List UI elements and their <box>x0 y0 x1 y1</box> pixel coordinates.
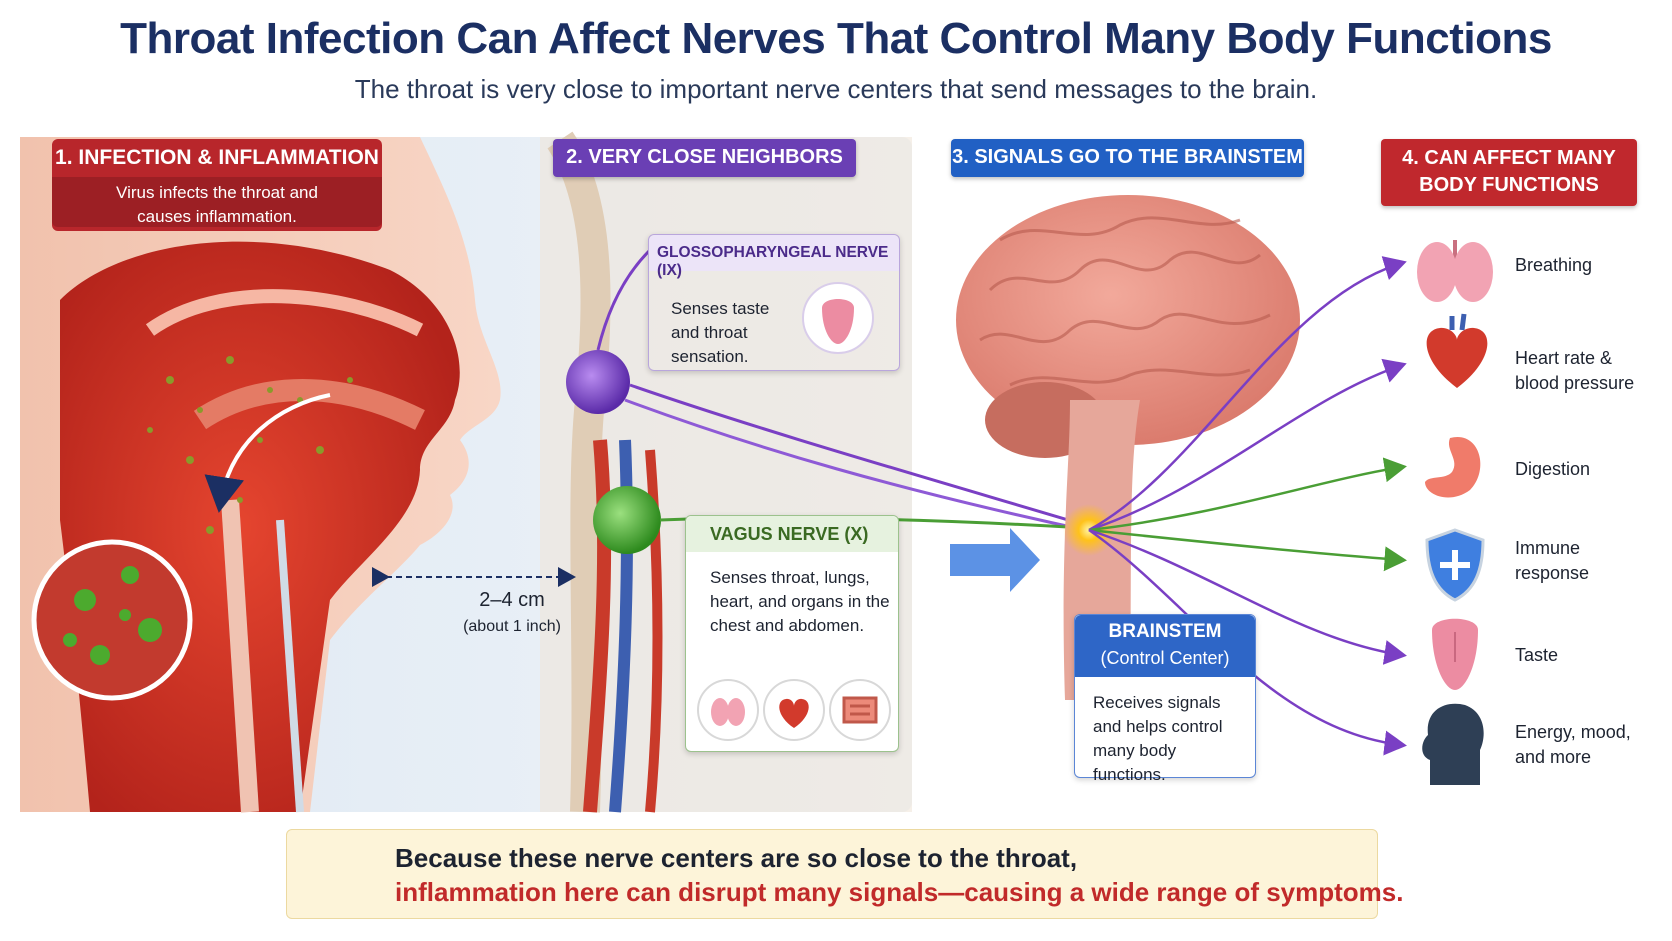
glossopharyngeal-card: GLOSSOPHARYNGEAL NERVE (IX) Senses taste… <box>648 234 900 371</box>
page-subtitle: The throat is very close to important ne… <box>354 74 1318 104</box>
brainstem-subtitle: (Control Center) <box>1100 648 1230 668</box>
heart-small-icon <box>779 698 809 728</box>
signal-arrow <box>950 528 1040 592</box>
step-4-label: 4. CAN AFFECT MANY BODY FUNCTIONS <box>1402 147 1616 196</box>
distance-note: (about 1 inch) <box>463 618 561 635</box>
step-1-description: Virus infects the throat and causes infl… <box>116 183 318 226</box>
step-2-label: 2. VERY CLOSE NEIGHBORS <box>566 146 843 168</box>
lungs-small-icon <box>711 698 745 726</box>
step-2-box: 2. VERY CLOSE NEIGHBORS <box>553 139 856 177</box>
vagus-card: VAGUS NERVE (X) Senses throat, lungs, he… <box>685 515 899 752</box>
effect-label-breathing: Breathing <box>1515 255 1593 275</box>
effect-label-immune: Immune response <box>1515 538 1590 583</box>
effect-label-heart: Heart rate & blood pressure <box>1515 348 1635 393</box>
step-1-box: 1. INFECTION & INFLAMMATION Virus infect… <box>52 139 382 231</box>
glossopharyngeal-title: GLOSSOPHARYNGEAL NERVE (IX) <box>657 244 889 279</box>
vagus-ganglion <box>593 486 661 554</box>
step-3-label: 3. SIGNALS GO TO THE BRAINSTEM <box>952 146 1303 168</box>
footer-line-1: Because these nerve centers are so close… <box>395 843 1078 873</box>
step-1-body <box>52 177 382 227</box>
vagus-header <box>686 516 898 552</box>
effect-label-taste: Taste <box>1515 645 1559 665</box>
page-title: Throat Infection Can Affect Nerves That … <box>120 14 1552 63</box>
footer-line-2: inflammation here can disrupt many signa… <box>395 877 1404 907</box>
intestine-small-icon <box>842 696 878 724</box>
infection-arrow <box>204 393 331 513</box>
vagus-description: Senses throat, lungs, heart, and organs … <box>710 568 890 635</box>
lungs-icon <box>1417 240 1493 302</box>
vagus-organ-icons <box>697 679 891 741</box>
vagus-title: VAGUS NERVE (X) <box>710 524 869 544</box>
heart-icon <box>1426 313 1488 388</box>
brainstem-header <box>1075 615 1255 677</box>
virus-zoom-circle <box>31 539 193 701</box>
glossopharyngeal-description: Senses taste and throat sensation. <box>671 299 770 366</box>
step-4-box: 4. CAN AFFECT MANY BODY FUNCTIONS <box>1381 139 1637 206</box>
stomach-icon <box>1425 436 1481 498</box>
distance-value: 2–4 cm <box>479 589 545 611</box>
brainstem-description: Receives signals and helps control many … <box>1093 693 1223 784</box>
effect-label-digestion: Digestion <box>1515 459 1591 479</box>
glossopharyngeal-header <box>649 235 899 271</box>
glossopharyngeal-ganglion <box>566 350 630 414</box>
shield-icon <box>1425 528 1485 602</box>
brainstem-title: BRAINSTEM <box>1108 621 1222 642</box>
footer-callout: Because these nerve centers are so close… <box>286 829 1403 919</box>
step-3-box: 3. SIGNALS GO TO THE BRAINSTEM <box>951 139 1304 177</box>
tongue-icon <box>1432 618 1478 690</box>
head-icon <box>1422 703 1484 785</box>
step-1-label: 1. INFECTION & INFLAMMATION <box>55 146 379 169</box>
effect-label-energy: Energy, mood, and more <box>1515 722 1631 767</box>
brainstem-card: BRAINSTEM (Control Center) Receives sign… <box>1074 614 1256 784</box>
